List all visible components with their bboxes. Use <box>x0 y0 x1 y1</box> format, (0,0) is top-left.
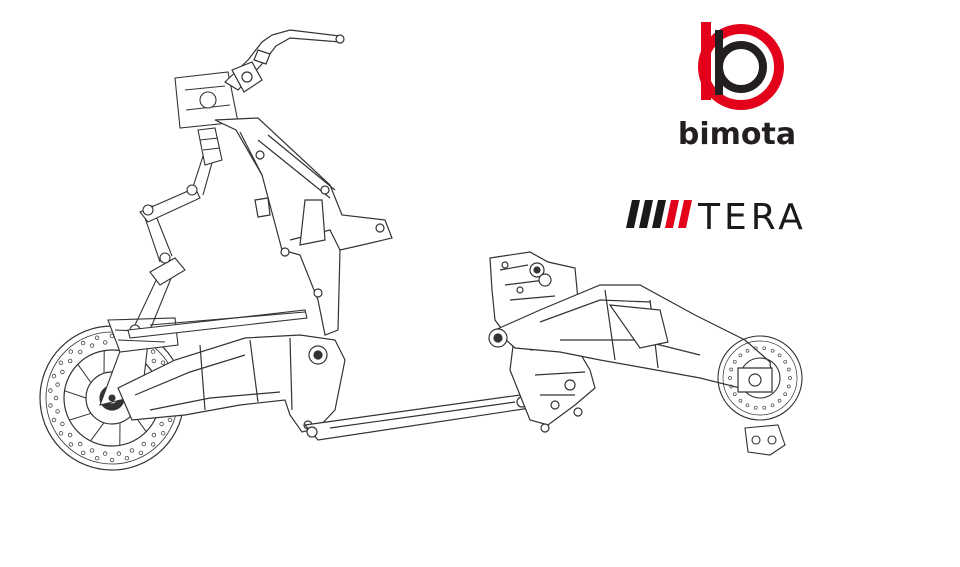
drill-hole <box>151 358 157 364</box>
drill-hole <box>783 359 788 364</box>
drill-hole <box>745 403 750 408</box>
drill-hole <box>51 417 57 423</box>
drill-hole <box>159 421 164 427</box>
steering-head <box>174 71 239 166</box>
drill-hole <box>770 403 775 408</box>
drill-hole <box>728 376 732 380</box>
drill-hole <box>788 376 792 380</box>
drill-hole <box>58 360 64 365</box>
rear-axle-block <box>737 367 773 393</box>
drill-hole <box>60 369 65 375</box>
drill-hole <box>53 395 59 401</box>
drill-hole <box>770 348 775 353</box>
handlebar <box>224 29 345 93</box>
drill-hole <box>786 384 791 389</box>
drill-hole <box>777 353 782 358</box>
disc-spoke <box>69 412 92 421</box>
drill-hole <box>94 456 100 461</box>
drill-hole <box>89 448 95 453</box>
front-swingarm <box>117 334 346 433</box>
drill-hole <box>77 441 83 447</box>
drill-hole <box>729 367 734 372</box>
drill-hole <box>109 457 115 463</box>
drill-hole <box>80 340 86 346</box>
rear-disc-drill-holes <box>728 346 792 410</box>
drill-hole <box>124 456 130 461</box>
drill-hole <box>150 349 156 354</box>
drill-hole <box>777 398 782 403</box>
tera-stripes <box>626 200 692 228</box>
drill-hole <box>67 358 73 364</box>
drill-hole <box>60 421 65 427</box>
drill-hole <box>160 431 166 436</box>
drill-hole <box>738 353 743 358</box>
disc-spoke <box>90 422 105 442</box>
rear-brake-caliper <box>744 424 786 456</box>
drill-hole <box>150 442 156 447</box>
drill-hole <box>80 450 86 456</box>
drill-hole <box>102 340 108 345</box>
drill-hole <box>167 417 173 423</box>
drill-hole <box>68 442 74 447</box>
drill-hole <box>151 432 157 438</box>
drill-hole <box>141 441 146 447</box>
drill-hole <box>138 450 144 456</box>
drill-hole <box>762 405 767 410</box>
bimota-logo <box>698 22 784 110</box>
drill-hole <box>753 405 758 410</box>
drill-hole <box>89 343 95 348</box>
drill-hole <box>94 335 100 340</box>
drill-hole <box>51 373 57 379</box>
connecting-rod <box>303 394 532 441</box>
drill-hole <box>55 382 60 387</box>
drill-hole <box>732 359 737 364</box>
drill-hole <box>732 392 737 397</box>
main-frame <box>214 117 393 336</box>
drill-hole <box>160 360 166 365</box>
drill-hole <box>68 349 73 354</box>
drill-hole <box>783 392 788 397</box>
drill-hole <box>77 349 83 355</box>
rear-swingarm <box>488 284 773 391</box>
tera-wordmark: TERA <box>697 197 807 238</box>
drill-hole <box>738 398 743 403</box>
drill-hole <box>129 448 135 453</box>
drill-hole <box>48 388 53 393</box>
front-steering-rod <box>127 309 308 339</box>
drill-hole <box>729 384 734 389</box>
disc-spoke <box>77 364 92 383</box>
drill-hole <box>48 403 53 408</box>
drill-hole <box>116 451 121 456</box>
bimota-wordmark: bimota <box>678 117 796 152</box>
drill-hole <box>58 431 64 436</box>
disc-spoke <box>64 390 87 399</box>
drill-hole <box>55 409 60 414</box>
drill-hole <box>753 346 758 351</box>
drill-hole <box>745 348 750 353</box>
drill-hole <box>762 346 767 351</box>
drill-hole <box>102 451 108 456</box>
drill-hole <box>786 367 791 372</box>
drill-hole <box>67 432 73 438</box>
